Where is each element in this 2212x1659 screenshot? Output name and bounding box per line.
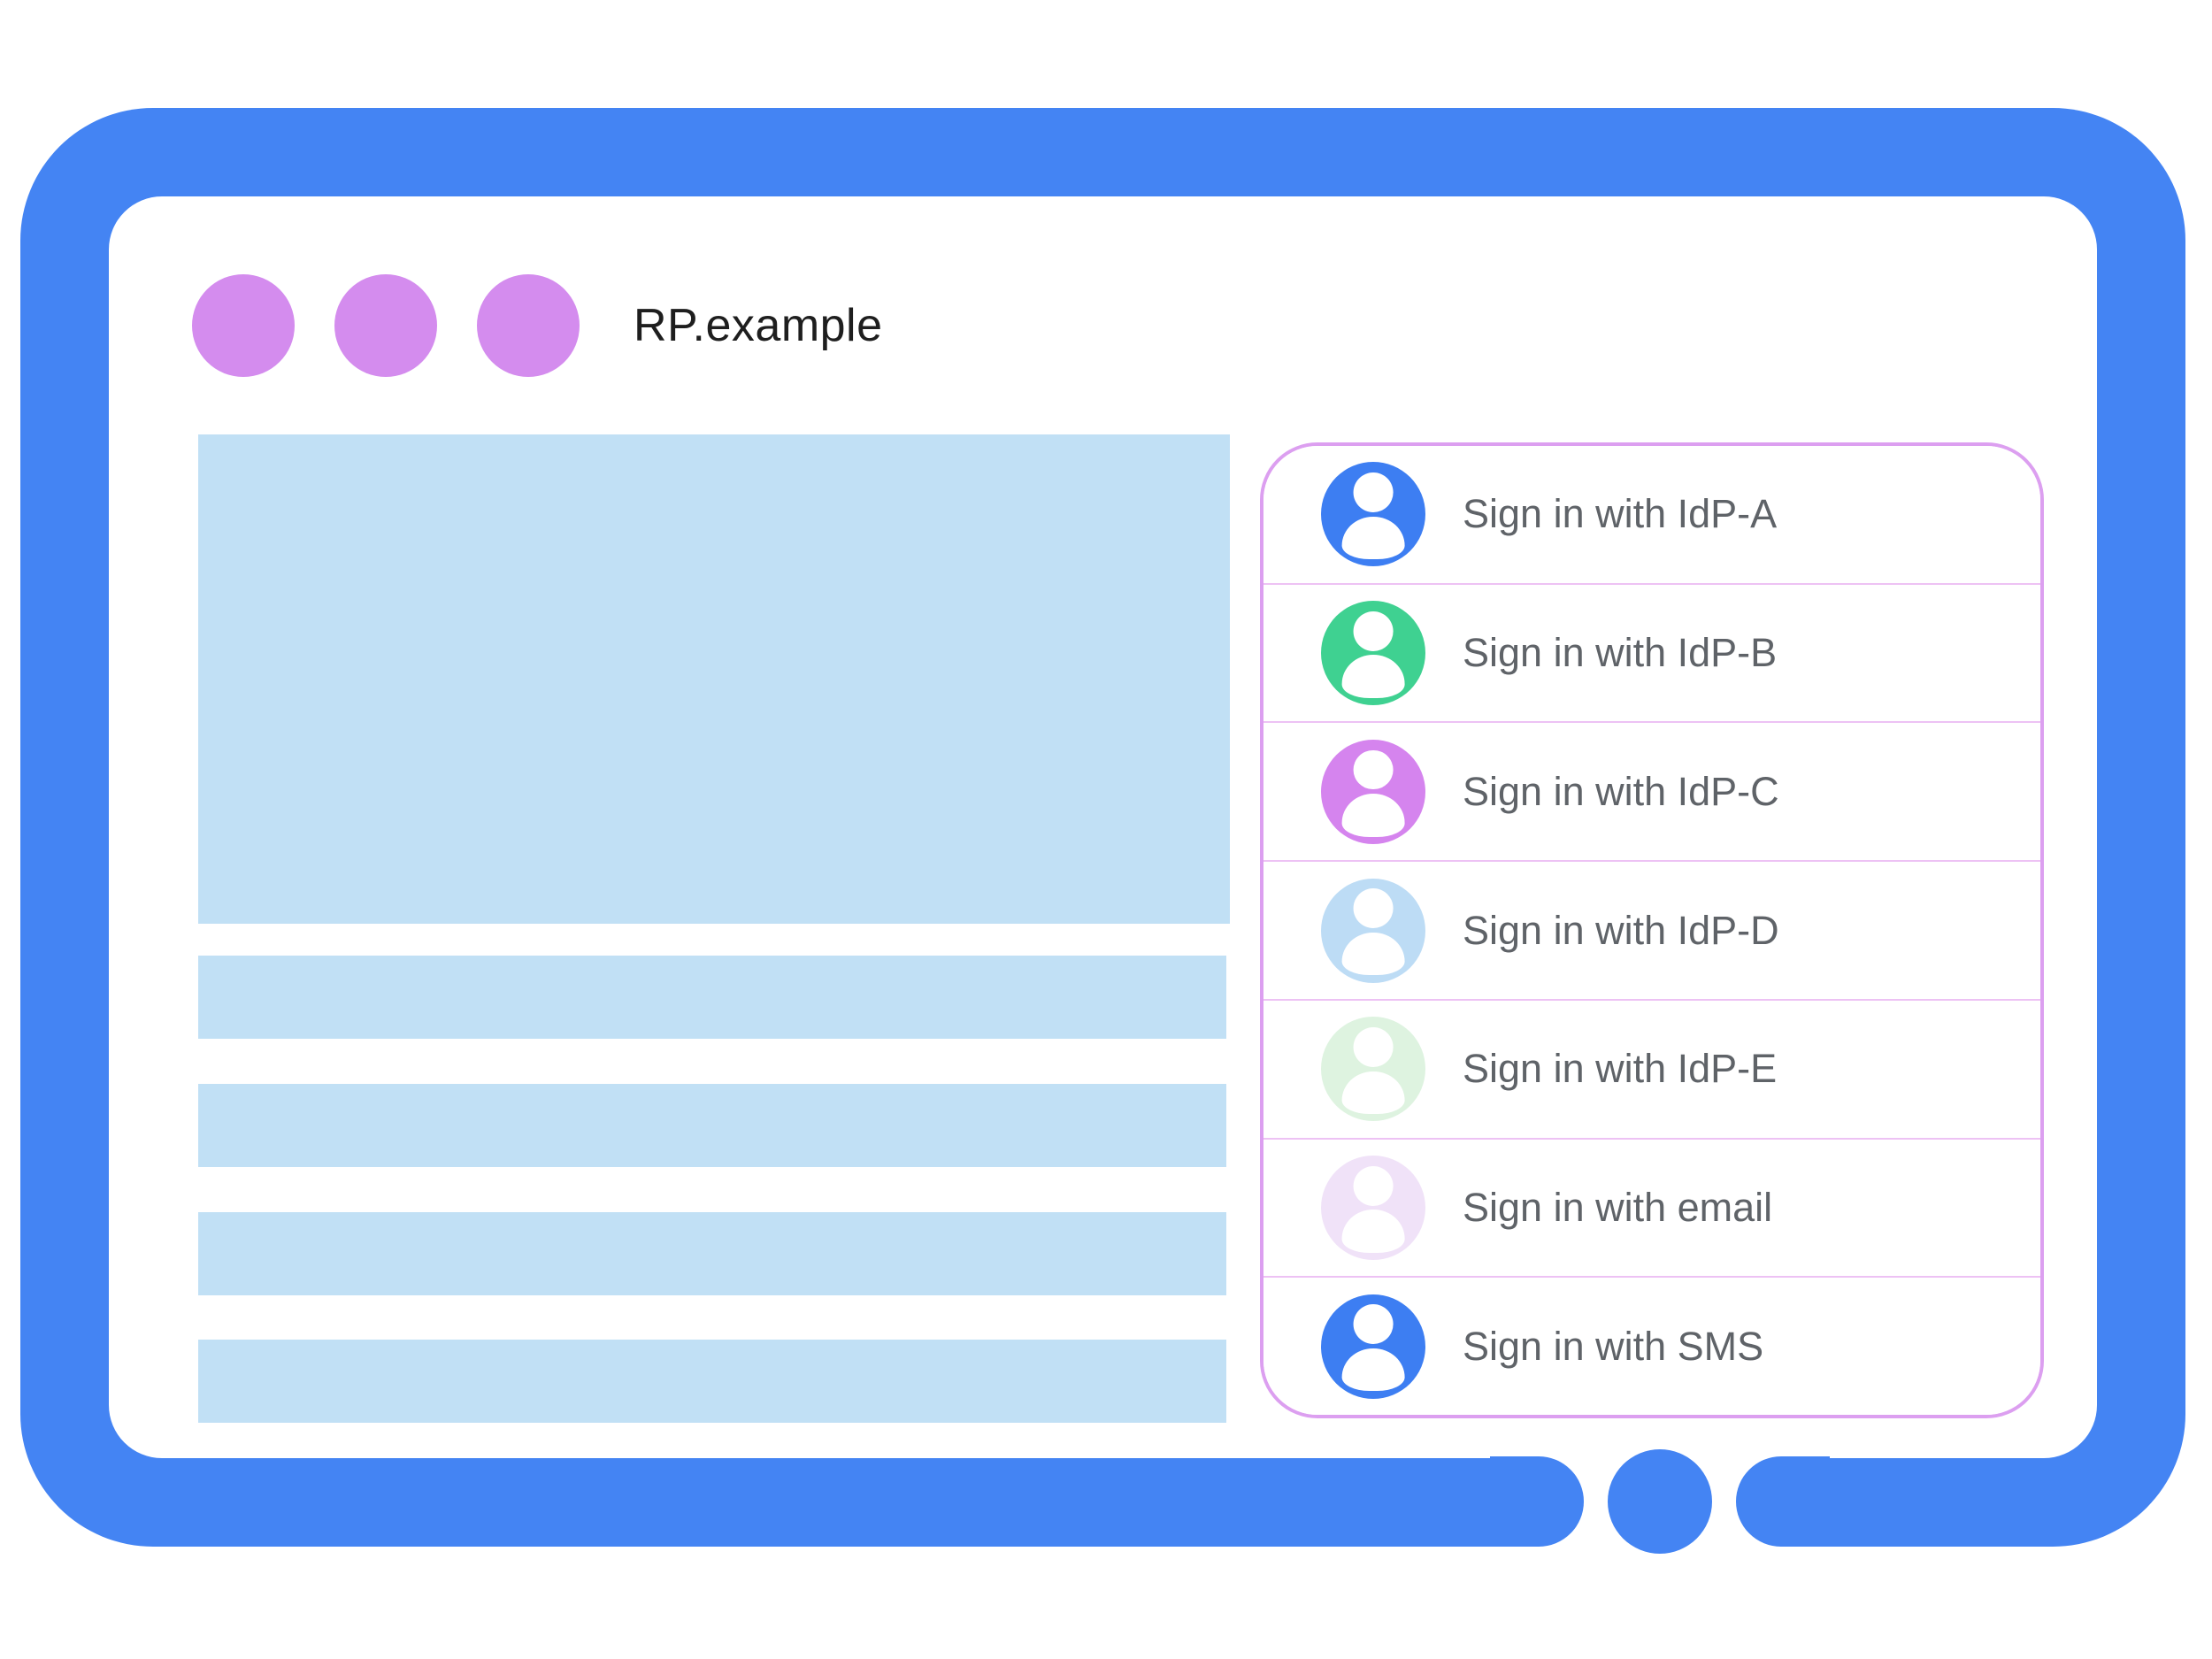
person-avatar-icon xyxy=(1321,739,1425,844)
person-torso-shape xyxy=(1341,1348,1405,1392)
signin-option-label: Sign in with IdP-E xyxy=(1463,1046,1778,1092)
person-torso-shape xyxy=(1341,794,1405,837)
person-head-shape xyxy=(1353,611,1394,651)
window-control-dot[interactable] xyxy=(477,274,580,377)
person-head-shape xyxy=(1353,1304,1394,1345)
signin-option-label: Sign in with SMS xyxy=(1463,1323,1764,1369)
signin-option-row[interactable]: Sign in with IdP-E xyxy=(1263,998,2040,1138)
signin-option-label: Sign in with email xyxy=(1463,1184,1773,1230)
person-head-shape xyxy=(1353,1165,1394,1206)
home-button-circle xyxy=(1608,1449,1712,1554)
signin-option-row[interactable]: Sign in with IdP-A xyxy=(1263,446,2040,583)
person-avatar-icon xyxy=(1321,1294,1425,1399)
person-avatar-icon xyxy=(1321,1155,1425,1260)
person-avatar-icon xyxy=(1321,462,1425,567)
person-head-shape xyxy=(1353,749,1394,790)
signin-option-row[interactable]: Sign in with IdP-D xyxy=(1263,860,2040,999)
frame-bottom-right-cap xyxy=(1736,1456,1830,1547)
content-placeholder-bar xyxy=(198,956,1226,1039)
signin-option-label: Sign in with IdP-D xyxy=(1463,907,1779,953)
person-head-shape xyxy=(1353,888,1394,929)
signin-option-row[interactable]: Sign in with IdP-B xyxy=(1263,582,2040,722)
page-title: RP.example xyxy=(634,300,883,351)
frame-bottom-left-cap xyxy=(1490,1456,1584,1547)
window-control-dot[interactable] xyxy=(334,274,437,377)
window-control-dot[interactable] xyxy=(192,274,295,377)
signin-option-row[interactable]: Sign in with IdP-C xyxy=(1263,721,2040,861)
signin-option-label: Sign in with IdP-C xyxy=(1463,768,1779,814)
person-avatar-icon xyxy=(1321,601,1425,706)
titlebar: RP.example xyxy=(192,274,883,377)
signin-panel: Sign in with IdP-A Sign in with IdP-B Si… xyxy=(1260,442,2044,1418)
person-torso-shape xyxy=(1341,516,1405,560)
person-head-shape xyxy=(1353,1027,1394,1067)
content-placeholder-bar xyxy=(198,1084,1226,1167)
person-torso-shape xyxy=(1341,932,1405,976)
person-head-shape xyxy=(1353,472,1394,512)
signin-option-label: Sign in with IdP-A xyxy=(1463,491,1778,537)
signin-option-row[interactable]: Sign in with email xyxy=(1263,1137,2040,1277)
content-placeholder-hero xyxy=(198,434,1230,924)
person-torso-shape xyxy=(1341,1210,1405,1253)
person-torso-shape xyxy=(1341,1071,1405,1114)
person-avatar-icon xyxy=(1321,1017,1425,1122)
content-placeholder-bar xyxy=(198,1212,1226,1295)
signin-option-label: Sign in with IdP-B xyxy=(1463,630,1778,676)
person-avatar-icon xyxy=(1321,878,1425,983)
signin-option-row[interactable]: Sign in with SMS xyxy=(1263,1276,2040,1415)
content-placeholder-bar xyxy=(198,1340,1226,1423)
person-torso-shape xyxy=(1341,655,1405,698)
